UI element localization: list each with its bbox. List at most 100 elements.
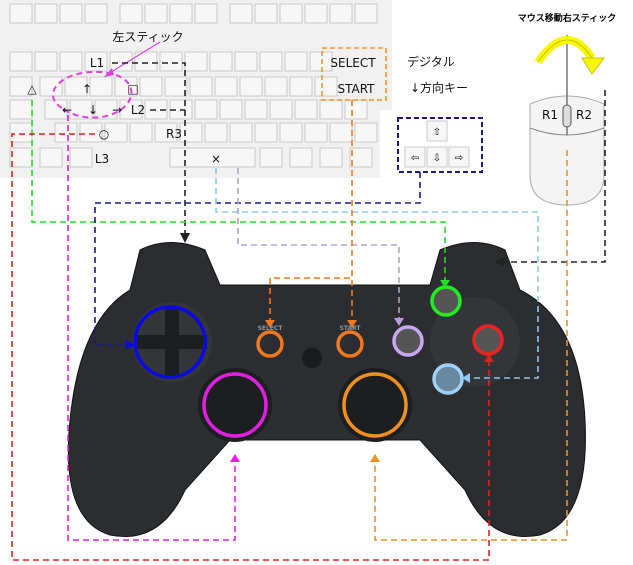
l1-l2-line [112,62,186,235]
keyboard-key [9,76,33,97]
select-button-highlight [256,330,284,358]
keyboard-key [84,51,108,72]
keyboard-key [244,99,268,120]
key-r3: R3 [166,127,182,141]
keyboard-key [94,99,118,120]
keyboard-key [214,76,238,97]
keyboard-key [354,3,378,24]
select-start-highlight [321,47,387,101]
keyboard-key [194,99,218,120]
ps3-controller: SELECT START [67,242,586,537]
keyboard-key [64,76,88,97]
dpad-line [94,172,421,346]
keyboard-key [189,76,213,97]
arrow-up-key-icon: ⇧ [433,127,441,138]
arrow-keys: ⇧ ⇦ ⇩ ⇨ [380,110,492,178]
key-start: START [337,82,375,96]
left-stick-highlight [202,372,268,438]
keyboard-key [154,122,178,143]
key-right: → [112,103,122,117]
mapping-lines [11,62,606,561]
right-stick-line [374,150,568,541]
keyboard-key [54,122,78,143]
key-l2: L2 [131,103,145,117]
keyboard-key [259,147,283,168]
keyboard-key [319,147,343,168]
keyboard-key [354,122,378,143]
direction-keys-label: ↓方向キー [410,80,468,95]
keyboard-key [239,76,263,97]
keyboard-key [309,51,333,72]
dpad-highlight [133,305,207,379]
keyboard-key [329,3,353,24]
mouse-icon [529,35,605,206]
keyboard-key [59,51,83,72]
key-square: □ [127,82,138,96]
square-line [237,168,400,320]
circle-line [11,133,490,561]
left-stick-line [67,115,236,541]
right-stick-highlight [342,372,408,438]
controller-select-label: SELECT [258,325,284,332]
keyboard-key [44,99,68,120]
key-labels: 左スティック L1 △ ↑ □ ← ↓ → L2 ○ R3 L3 × SELEC… [27,12,616,166]
triangle-line [31,100,446,283]
circle-button-icon [472,324,504,356]
arrow-down-key-icon: ⇩ [433,153,441,164]
key-down: ↓ [88,103,98,117]
keyboard-key [329,122,353,143]
keyboard-key [279,3,303,24]
keyboard-key [84,3,108,24]
keyboard-key [69,147,93,168]
keyboard-key [294,99,318,120]
keyboard-key [284,51,308,72]
left-stick-label: 左スティック [112,29,183,44]
keyboard-key [164,76,188,97]
keyboard-key [39,147,63,168]
keyboard [0,0,392,178]
cross-button-icon [432,363,464,395]
keyboard-key [229,3,253,24]
keyboard-key [119,99,143,120]
key-left: ← [62,103,72,117]
keyboard-key [9,147,33,168]
mouse-line [498,90,606,263]
keyboard-key [9,99,33,120]
keyboard-key [344,99,368,120]
square-button-icon [392,325,424,357]
keyboard-key [304,122,328,143]
arrow-right-key-icon: ⇨ [455,153,463,164]
keyboard-key [234,51,258,72]
keyboard-key [269,99,293,120]
keyboard-key [259,51,283,72]
keyboard-key [79,122,103,143]
digital-label: デジタル [407,54,455,69]
keyboard-key [134,51,158,72]
keyboard-key [129,122,153,143]
keyboard-key [229,122,253,143]
key-up: ↑ [82,82,92,96]
keyboard-key [319,99,343,120]
arrow-left-key-icon: ⇦ [411,153,419,164]
keyboard-key [219,99,243,120]
keyboard-key [349,147,373,168]
keyboard-key [159,51,183,72]
keyboard-key [289,76,313,97]
keyboard-key [279,122,303,143]
keyboard-key [9,122,33,143]
controller-start-label: START [339,325,361,332]
start-button-highlight [336,330,364,358]
key-circle: ○ [99,127,109,141]
keyboard-key [144,3,168,24]
key-l1: L1 [90,56,104,70]
key-select: SELECT [330,56,376,70]
keyboard-key [34,3,58,24]
keyboard-key [9,3,33,24]
keyboard-key [109,51,133,72]
keyboard-key [209,51,233,72]
key-cross: × [211,152,221,166]
cross-line [215,168,539,379]
select-start-line [269,100,353,322]
